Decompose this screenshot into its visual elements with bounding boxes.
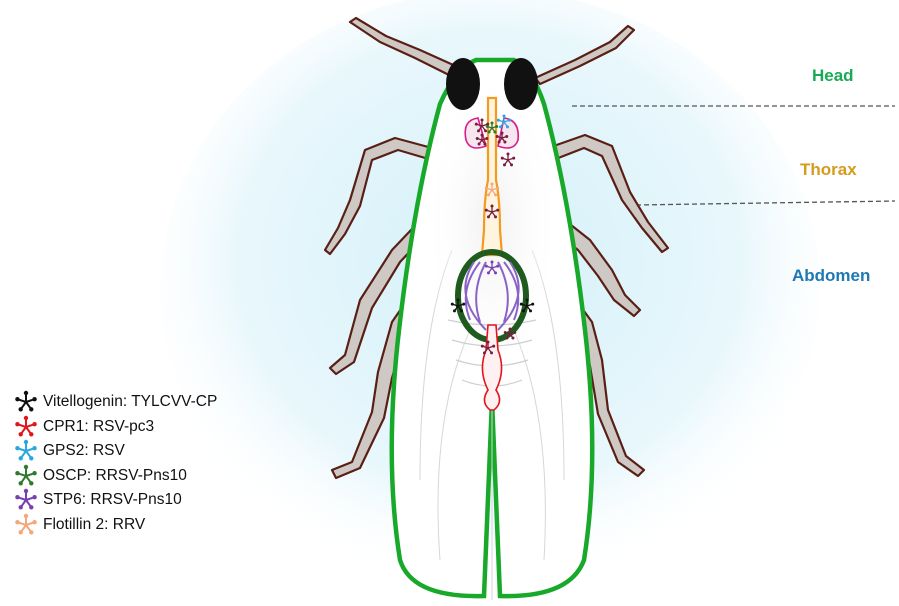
legend-item: CPR1: RSV-pc3	[14, 415, 217, 440]
molecule-icon	[14, 415, 38, 439]
legend-item: STP6: RRSV-Pns10	[14, 488, 217, 513]
molecule-icon	[14, 439, 38, 463]
legend-label: Flotillin 2: RRV	[43, 516, 145, 534]
legend-label: CPR1: RSV-pc3	[43, 418, 154, 436]
molecule-marker	[15, 465, 37, 486]
molecule-marker	[15, 514, 37, 535]
legend-item: GPS2: RSV	[14, 439, 217, 464]
legend-label: OSCP: RRSV-Pns10	[43, 467, 187, 485]
eye-right	[504, 58, 538, 110]
eye-left	[446, 58, 480, 110]
region-label-thorax: Thorax	[800, 160, 857, 180]
molecule-icon	[14, 513, 38, 537]
molecule-marker	[15, 416, 37, 437]
molecule-marker	[15, 440, 37, 461]
legend-label: Vitellogenin: TYLCVV-CP	[43, 393, 217, 411]
molecule-icon	[14, 464, 38, 488]
molecule-icon	[14, 488, 38, 512]
molecule-marker	[15, 391, 37, 412]
legend-item: OSCP: RRSV-Pns10	[14, 464, 217, 489]
legend-item: Vitellogenin: TYLCVV-CP	[14, 390, 217, 415]
molecule-icon	[14, 390, 38, 414]
legend-label: GPS2: RSV	[43, 442, 125, 460]
region-label-head: Head	[812, 66, 854, 86]
molecule-marker	[15, 489, 37, 510]
region-label-abdomen: Abdomen	[792, 266, 870, 286]
legend: Vitellogenin: TYLCVV-CP CPR1: RSV-pc3 GP…	[14, 390, 217, 537]
legend-item: Flotillin 2: RRV	[14, 513, 217, 538]
legend-label: STP6: RRSV-Pns10	[43, 491, 182, 509]
